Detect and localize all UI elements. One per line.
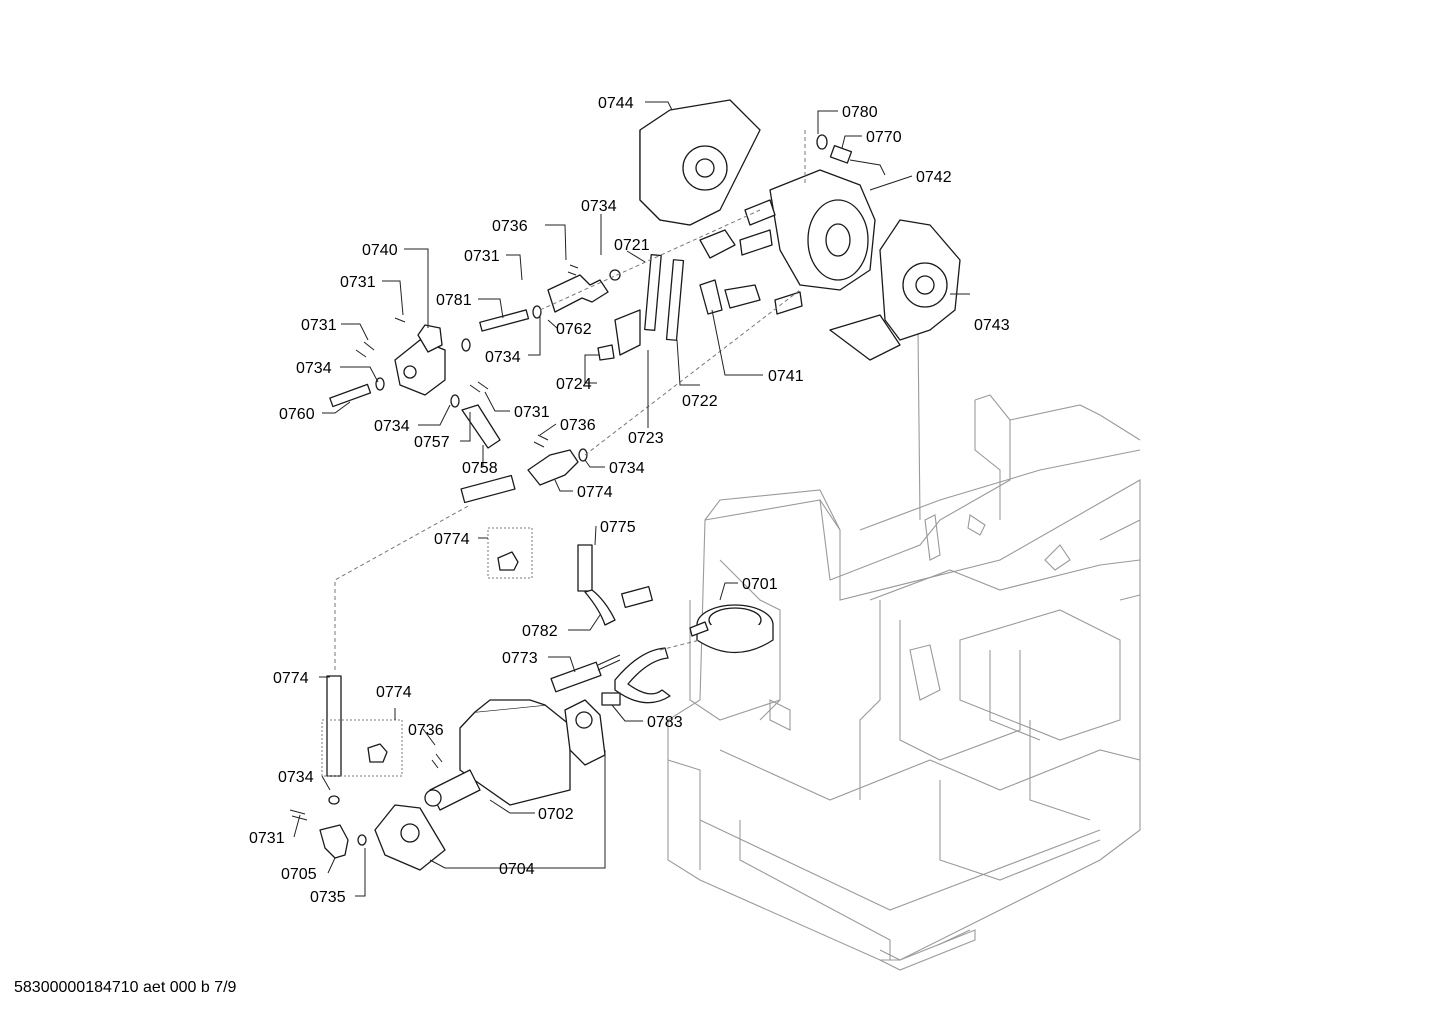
callout-label: 0781 [436, 292, 472, 309]
part-0775-hose [577, 544, 653, 626]
part-0740-valve [394, 324, 446, 396]
callout-label: 0780 [842, 104, 878, 121]
callout-label: 0721 [614, 237, 650, 254]
part-0702-pump [424, 699, 571, 811]
part-0774-clamp [487, 527, 533, 579]
callout-label: 0774 [376, 684, 412, 701]
callout-label: 0705 [281, 866, 317, 883]
callout-label: 0741 [768, 368, 804, 385]
callout-label: 0760 [279, 406, 315, 423]
callout-label: 0775 [600, 519, 636, 536]
callout-label: 0734 [278, 769, 314, 786]
callout-label: 0740 [362, 242, 398, 259]
callout-label: 0774 [577, 484, 613, 501]
part-0783-tube [550, 647, 671, 706]
part-0760-pin [329, 377, 460, 408]
callout-label: 0731 [249, 830, 285, 847]
part-0781-pin [461, 305, 542, 352]
part-0701-thermoblock [689, 604, 774, 654]
callout-label: 0783 [647, 714, 683, 731]
connection-lines [334, 130, 806, 670]
callout-label: 0774 [434, 531, 470, 548]
callout-label: 0773 [502, 650, 538, 667]
callout-label: 0731 [301, 317, 337, 334]
callout-label: 0702 [538, 806, 574, 823]
callout-label: 0731 [340, 274, 376, 291]
callout-label: 0734 [374, 418, 410, 435]
callout-label: 0734 [296, 360, 332, 377]
callout-label: 0734 [581, 198, 617, 215]
callout-label: 0731 [514, 404, 550, 421]
callout-label: 0742 [916, 169, 952, 186]
part-0762-connector [547, 264, 621, 313]
part-0722-tubes [597, 254, 685, 361]
callout-label: 0731 [464, 248, 500, 265]
callout-label: 0722 [682, 393, 718, 410]
machine-frame [667, 329, 1141, 971]
part-0743-bracket [829, 219, 961, 361]
callout-label: 0774 [273, 670, 309, 687]
callout-label: 0736 [408, 722, 444, 739]
document-reference: 58300000184710 aet 000 b 7/9 [14, 979, 237, 996]
part-0744-bracket [639, 99, 761, 226]
callout-label: 0762 [556, 321, 592, 338]
callout-label: 0723 [628, 430, 664, 447]
callout-label: 0744 [598, 95, 634, 112]
part-0774-elbow [460, 434, 588, 504]
callout-label: 0736 [560, 417, 596, 434]
callout-label: 0701 [742, 576, 778, 593]
callout-labels: 0744 0780 0770 0742 0736 0734 0721 0740 … [249, 95, 1010, 906]
callout-label: 0736 [492, 218, 528, 235]
part-0742-blower [739, 169, 876, 315]
part-0758-connector [355, 317, 501, 449]
callout-leaders [293, 101, 970, 897]
callout-label: 0757 [414, 434, 450, 451]
part-0741-hoses [699, 229, 761, 315]
callout-label: 0724 [556, 376, 592, 393]
part-0770-sensor [816, 134, 886, 176]
callout-label: 0758 [462, 460, 498, 477]
callout-label: 0734 [609, 460, 645, 477]
callout-label: 0704 [499, 861, 535, 878]
callout-label: 0734 [485, 349, 521, 366]
part-0705-elbow [289, 675, 443, 859]
callout-label: 0735 [310, 889, 346, 906]
part-0704-bracket [374, 699, 606, 871]
callout-label: 0743 [974, 317, 1010, 334]
callout-label: 0782 [522, 623, 558, 640]
callout-label: 0770 [866, 129, 902, 146]
